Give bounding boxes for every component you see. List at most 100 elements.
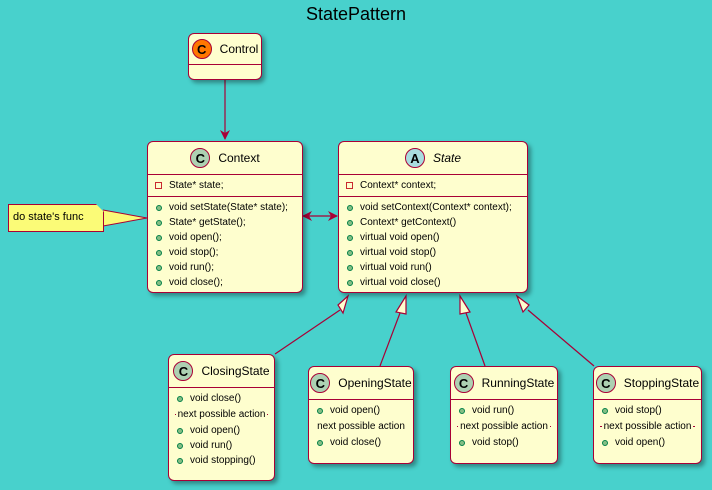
- context-class-name: Context: [218, 151, 260, 165]
- method-text: void close(): [330, 437, 382, 448]
- section-separator: next possible action: [175, 408, 268, 421]
- public-icon: [155, 249, 162, 256]
- method-row: void open(): [175, 423, 268, 438]
- public-icon: [346, 249, 353, 256]
- method-row: virtual void run(): [345, 260, 521, 275]
- abstract-stereotype-icon: A: [404, 148, 425, 168]
- method-text: virtual void stop(): [360, 247, 437, 258]
- state-class-name: State: [432, 151, 462, 165]
- public-icon: [176, 395, 183, 402]
- note-connector: [102, 209, 148, 227]
- class-stereotype-icon: C: [190, 148, 211, 168]
- method-text: void setContext(Context* context);: [360, 202, 512, 213]
- separator-label: next possible action: [458, 420, 550, 433]
- method-text: void run();: [169, 262, 215, 273]
- method-row: void open();: [154, 230, 296, 245]
- method-row: void run();: [154, 260, 296, 275]
- opening-state-name: OpeningState: [338, 376, 412, 390]
- class-stereotype-icon: C: [595, 373, 616, 393]
- method-text: void stop();: [169, 247, 219, 258]
- closing-state-methods: void close() next possible action void o…: [169, 388, 274, 471]
- method-row: void close();: [154, 275, 296, 290]
- method-row: virtual void close(): [345, 275, 521, 290]
- method-text: void setState(State* state);: [169, 202, 288, 213]
- method-row: void stop();: [154, 245, 296, 260]
- closing-state-class[interactable]: C ClosingState void close() next possibl…: [168, 354, 275, 481]
- section-separator: next possible action: [457, 420, 551, 433]
- method-text: State* getState();: [169, 217, 246, 228]
- public-icon: [601, 407, 608, 414]
- opening-inherit-line: [379, 312, 401, 367]
- method-row: virtual void stop(): [345, 245, 521, 260]
- running-state-methods: void run() next possible action void sto…: [451, 400, 557, 453]
- separator-label: next possible action: [601, 420, 694, 433]
- method-row: void setContext(Context* context);: [345, 200, 521, 215]
- method-text: void stopping(): [190, 455, 256, 466]
- section-separator: next possible action: [600, 420, 695, 433]
- public-icon: [176, 427, 183, 434]
- context-class[interactable]: C Context State* state; void setState(St…: [147, 141, 303, 293]
- method-text: Context* getContext(): [360, 217, 457, 228]
- closing-state-name: ClosingState: [201, 364, 270, 378]
- public-icon: [155, 204, 162, 211]
- private-icon: [155, 182, 162, 189]
- method-row: void stopping(): [175, 453, 268, 468]
- state-class[interactable]: A State Context* context; void setContex…: [338, 141, 528, 293]
- method-row: void stop(): [457, 435, 551, 450]
- method-text: void open(): [330, 405, 381, 416]
- separator-label: next possible action: [315, 420, 407, 433]
- public-icon: [316, 407, 323, 414]
- method-row: void close(): [175, 391, 268, 406]
- field-text: Context* context;: [360, 180, 437, 191]
- method-text: void open(): [615, 437, 666, 448]
- method-row: void open(): [315, 403, 407, 418]
- method-text: void open();: [169, 232, 222, 243]
- running-state-name: RunningState: [481, 376, 555, 390]
- method-text: virtual void close(): [360, 277, 441, 288]
- method-text: void run(): [190, 440, 233, 451]
- context-methods: void setState(State* state); State* getS…: [148, 197, 302, 292]
- public-icon: [346, 279, 353, 286]
- public-icon: [316, 439, 323, 446]
- public-icon: [176, 457, 183, 464]
- field-text: State* state;: [169, 180, 224, 191]
- public-icon: [346, 204, 353, 211]
- field-row: Context* context;: [345, 178, 521, 193]
- method-row: void setState(State* state);: [154, 200, 296, 215]
- class-stereotype-icon: C: [173, 361, 194, 381]
- public-icon: [155, 264, 162, 271]
- opening-state-methods: void open() next possible action void cl…: [309, 400, 413, 453]
- class-stereotype-icon: C: [453, 373, 474, 393]
- method-text: void close();: [169, 277, 223, 288]
- state-fields: Context* context;: [339, 175, 527, 197]
- method-row: void open(): [600, 435, 695, 450]
- private-icon: [346, 182, 353, 189]
- public-icon: [155, 234, 162, 241]
- method-text: void stop(): [615, 405, 662, 416]
- stopping-state-class[interactable]: C StoppingState void stop() next possibl…: [593, 366, 702, 464]
- public-icon: [346, 234, 353, 241]
- note-text: do state's func: [13, 211, 84, 223]
- method-row: void run(): [457, 403, 551, 418]
- public-icon: [155, 279, 162, 286]
- opening-inherit-triangle: [395, 293, 407, 315]
- section-separator: next possible action: [315, 420, 407, 433]
- method-text: void close(): [190, 393, 242, 404]
- method-row: void run(): [175, 438, 268, 453]
- closing-inherit-triangle: [337, 294, 350, 315]
- stopping-state-methods: void stop() next possible action void op…: [594, 400, 701, 453]
- control-class-name: Control: [219, 42, 259, 56]
- opening-state-class[interactable]: C OpeningState void open() next possible…: [308, 366, 414, 464]
- note: do state's func: [8, 204, 104, 232]
- context-fields: State* state;: [148, 175, 302, 197]
- stopping-inherit-triangle: [515, 294, 530, 314]
- control-stereotype-icon: C: [191, 39, 212, 59]
- control-class[interactable]: C Control: [188, 33, 262, 80]
- method-row: State* getState();: [154, 215, 296, 230]
- running-state-class[interactable]: C RunningState void run() next possible …: [450, 366, 558, 464]
- method-row: virtual void open(): [345, 230, 521, 245]
- method-text: virtual void run(): [360, 262, 432, 273]
- field-row: State* state;: [154, 178, 296, 193]
- public-icon: [155, 219, 162, 226]
- stopping-inherit-line: [527, 309, 595, 367]
